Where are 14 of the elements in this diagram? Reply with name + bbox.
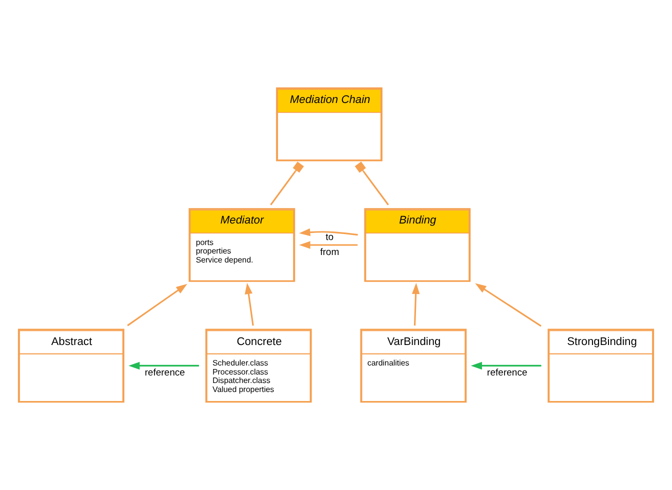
arrow (475, 283, 542, 327)
arrow (412, 282, 420, 326)
arrow (299, 228, 358, 236)
connector (354, 162, 389, 206)
edge-label: from (320, 247, 340, 258)
arrow (299, 241, 358, 249)
edge-label: reference (144, 368, 185, 379)
arrow (244, 282, 254, 326)
edge-label: to (326, 232, 334, 243)
arrow (128, 362, 199, 370)
arrow (470, 362, 542, 370)
connector (270, 162, 304, 206)
edge-label: reference (487, 368, 528, 379)
arrow (127, 284, 188, 326)
